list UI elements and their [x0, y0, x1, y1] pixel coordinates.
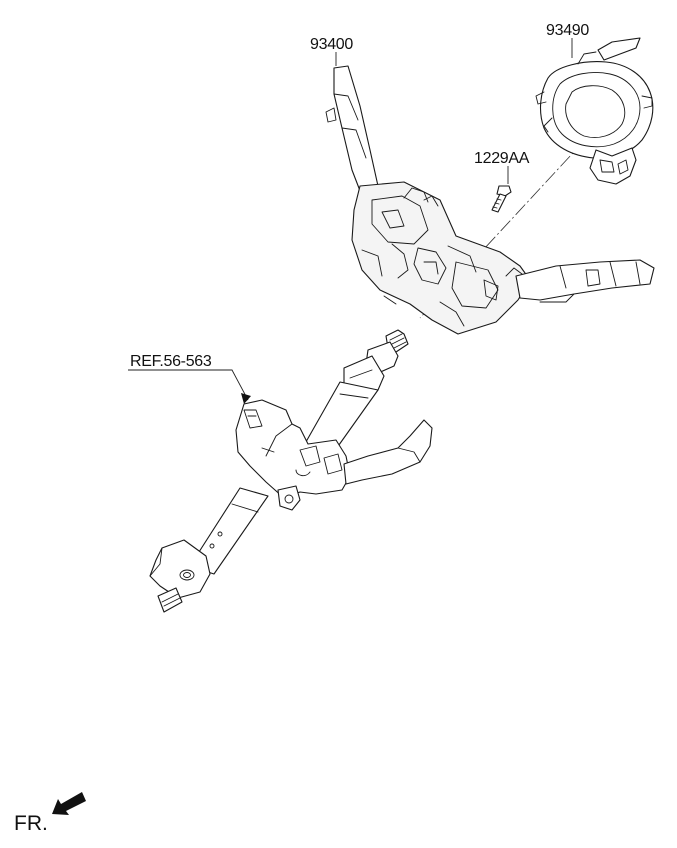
label-93490: 93490 — [546, 22, 589, 39]
leader-ref-56-563 — [128, 369, 249, 401]
label-1229AA: 1229AA — [474, 150, 530, 167]
label-ref-56-563: REF.56-563 — [130, 353, 212, 370]
front-direction-label: FR. — [14, 812, 48, 835]
clock-spring-part — [535, 37, 654, 185]
multifunction-switch-part — [325, 65, 655, 335]
leader-ref-arrowhead — [241, 393, 251, 404]
screw-part — [491, 185, 512, 213]
label-93400: 93400 — [310, 36, 353, 53]
front-direction-arrow-icon — [52, 792, 86, 815]
steering-column-part — [149, 329, 433, 613]
